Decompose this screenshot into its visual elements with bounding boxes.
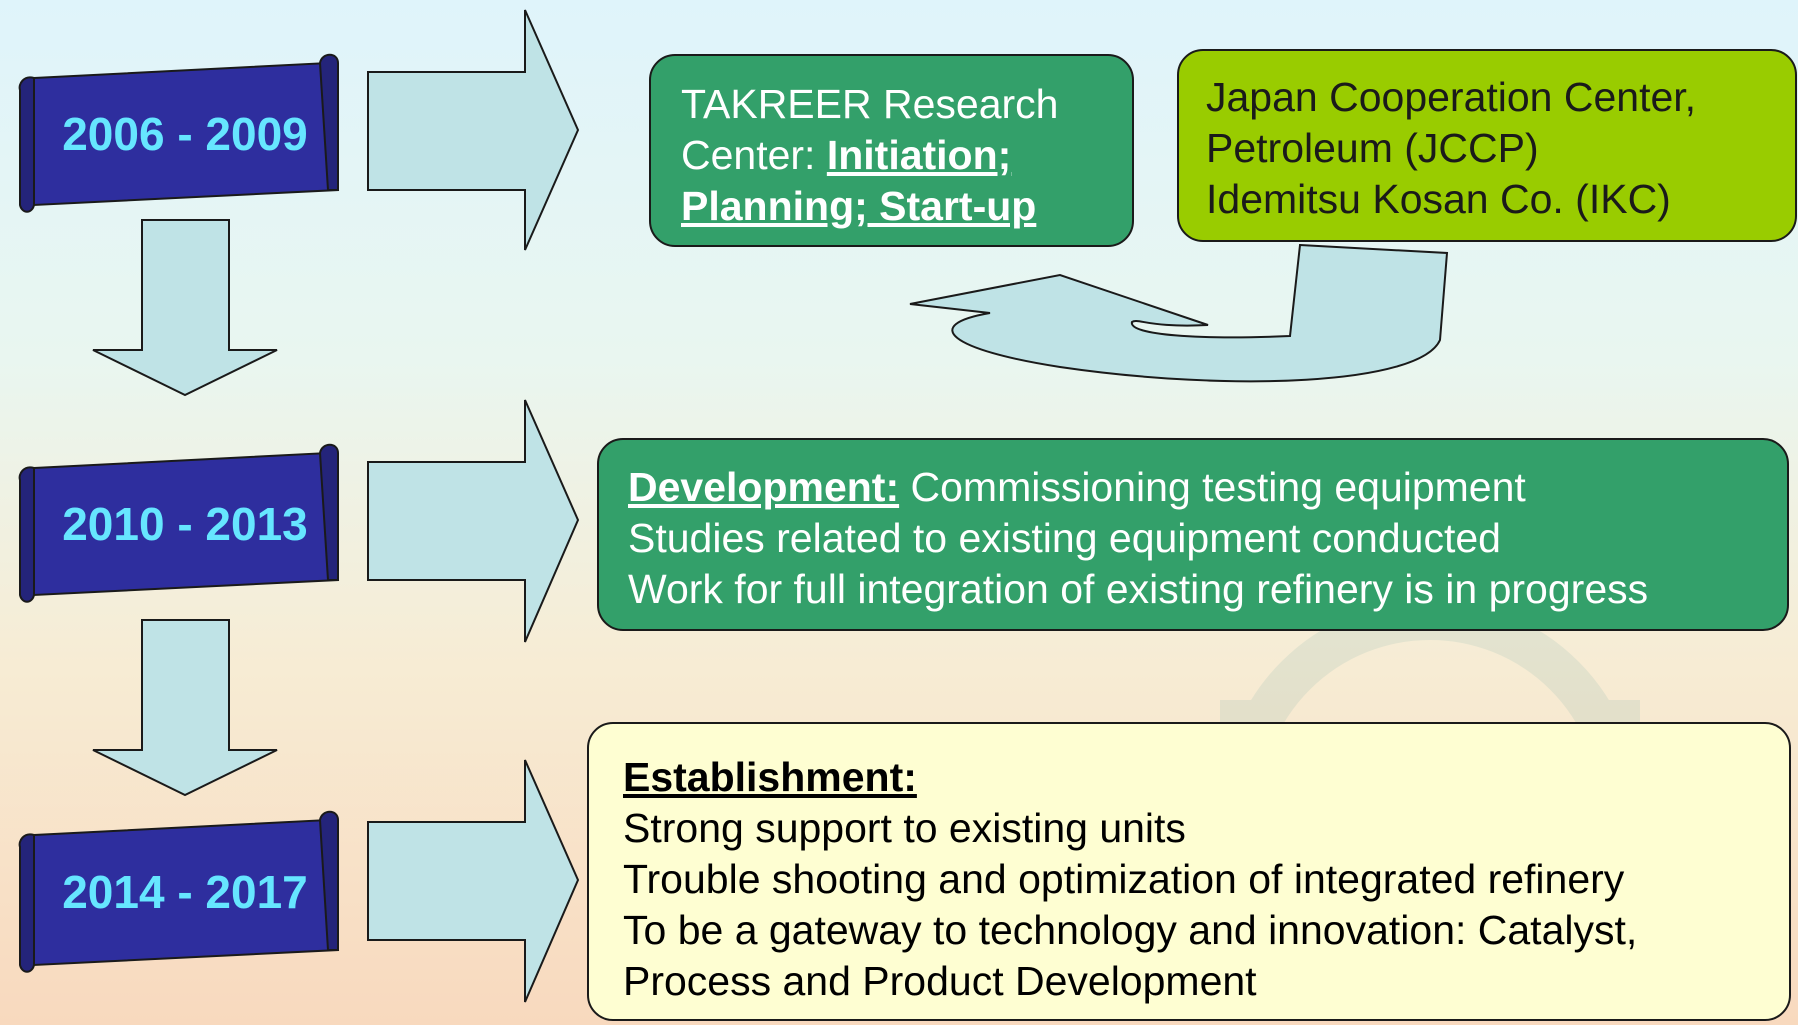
takreer-line-2-prefix: Center: bbox=[681, 132, 827, 178]
establishment-line-2: Trouble shooting and optimization of int… bbox=[623, 856, 1625, 902]
takreer-research-center-box: TAKREER Research Center: Initiation; Pla… bbox=[649, 54, 1134, 247]
establishment-line-4: Process and Product Development bbox=[623, 958, 1257, 1004]
development-heading: Development: bbox=[628, 464, 900, 510]
year-label-1: 2006 - 2009 bbox=[62, 108, 308, 160]
right-arrow-1 bbox=[367, 9, 580, 251]
down-arrow-1 bbox=[92, 219, 278, 397]
establishment-line-1: Strong support to existing units bbox=[623, 805, 1186, 851]
curved-return-arrow bbox=[909, 243, 1449, 383]
development-line-1-text: Commissioning testing equipment bbox=[899, 464, 1526, 510]
development-line-1: Development: Commissioning testing equip… bbox=[628, 462, 1787, 513]
down-arrow-2 bbox=[92, 619, 278, 797]
establishment-box: Establishment: Strong support to existin… bbox=[587, 722, 1791, 1021]
year-label-2: 2010 - 2013 bbox=[62, 498, 308, 550]
establishment-line-3: To be a gateway to technology and innova… bbox=[623, 907, 1638, 953]
takreer-line-1: TAKREER Research bbox=[681, 81, 1059, 127]
partner-line-1: Japan Cooperation Center, bbox=[1206, 74, 1697, 120]
takreer-phase-initiation: Initiation; bbox=[826, 132, 1012, 178]
partners-box: Japan Cooperation Center, Petroleum (JCC… bbox=[1177, 49, 1797, 242]
year-scroll-3: 2014 - 2017 bbox=[18, 810, 340, 973]
year-scroll-2: 2010 - 2013 bbox=[18, 443, 340, 603]
development-line-2: Studies related to existing equipment co… bbox=[628, 515, 1501, 561]
right-arrow-3 bbox=[367, 759, 580, 1003]
year-scroll-1: 2006 - 2009 bbox=[18, 53, 340, 213]
partner-line-2: Petroleum (JCCP) bbox=[1206, 125, 1539, 171]
partner-line-3: Idemitsu Kosan Co. (IKC) bbox=[1206, 176, 1671, 222]
takreer-line-2: Center: Initiation; bbox=[681, 130, 1132, 181]
development-box: Development: Commissioning testing equip… bbox=[597, 438, 1789, 631]
development-line-3: Work for full integration of existing re… bbox=[628, 566, 1649, 612]
establishment-heading: Establishment: bbox=[623, 754, 917, 800]
year-label-3: 2014 - 2017 bbox=[62, 866, 308, 918]
right-arrow-2 bbox=[367, 399, 580, 643]
takreer-phase-planning: Planning; Start-up bbox=[681, 183, 1037, 229]
